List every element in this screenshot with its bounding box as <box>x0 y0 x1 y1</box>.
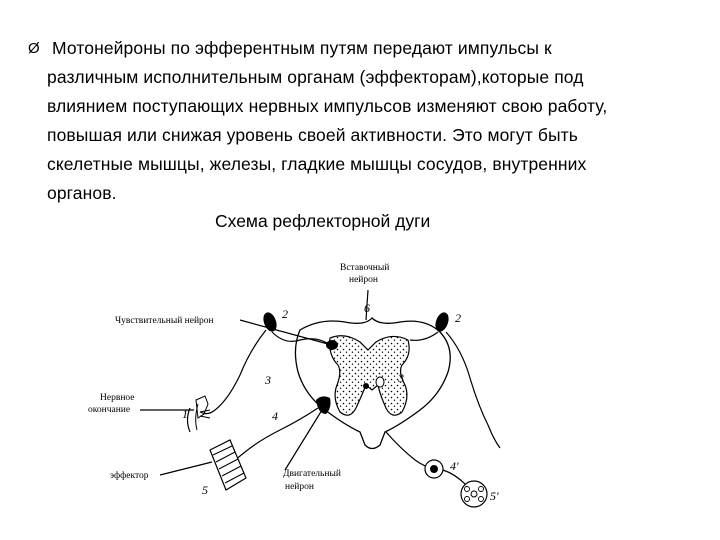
number-2-right: 2 <box>455 311 461 325</box>
number-5-prime: 5' <box>490 489 499 503</box>
number-1: 1 <box>182 407 188 421</box>
label-interneuron-2: нейрон <box>349 274 378 285</box>
label-nerve-ending-1: Нервное <box>100 393 134 403</box>
label-motor-neuron-1: Двигательный <box>283 468 341 479</box>
number-3-right: 3 <box>397 371 404 385</box>
motor-pathway <box>228 408 487 507</box>
number-4-prime: 4' <box>450 459 459 473</box>
label-motor-neuron-2: нейрон <box>285 481 314 492</box>
effector-muscle-icon <box>210 440 246 490</box>
number-5: 5 <box>202 483 208 497</box>
number-6: 6 <box>364 301 370 315</box>
number-4: 4 <box>272 409 278 423</box>
right-dorsal-root <box>410 311 500 448</box>
number-3-left: 3 <box>264 373 271 387</box>
number-2-left: 2 <box>282 307 288 321</box>
label-sensory-neuron: Чувствительный нейрон <box>115 315 214 326</box>
label-effector: эффектор <box>110 470 149 481</box>
label-nerve-ending-2: окончание <box>88 405 130 415</box>
label-interneuron-1: Вставочный <box>340 262 389 273</box>
